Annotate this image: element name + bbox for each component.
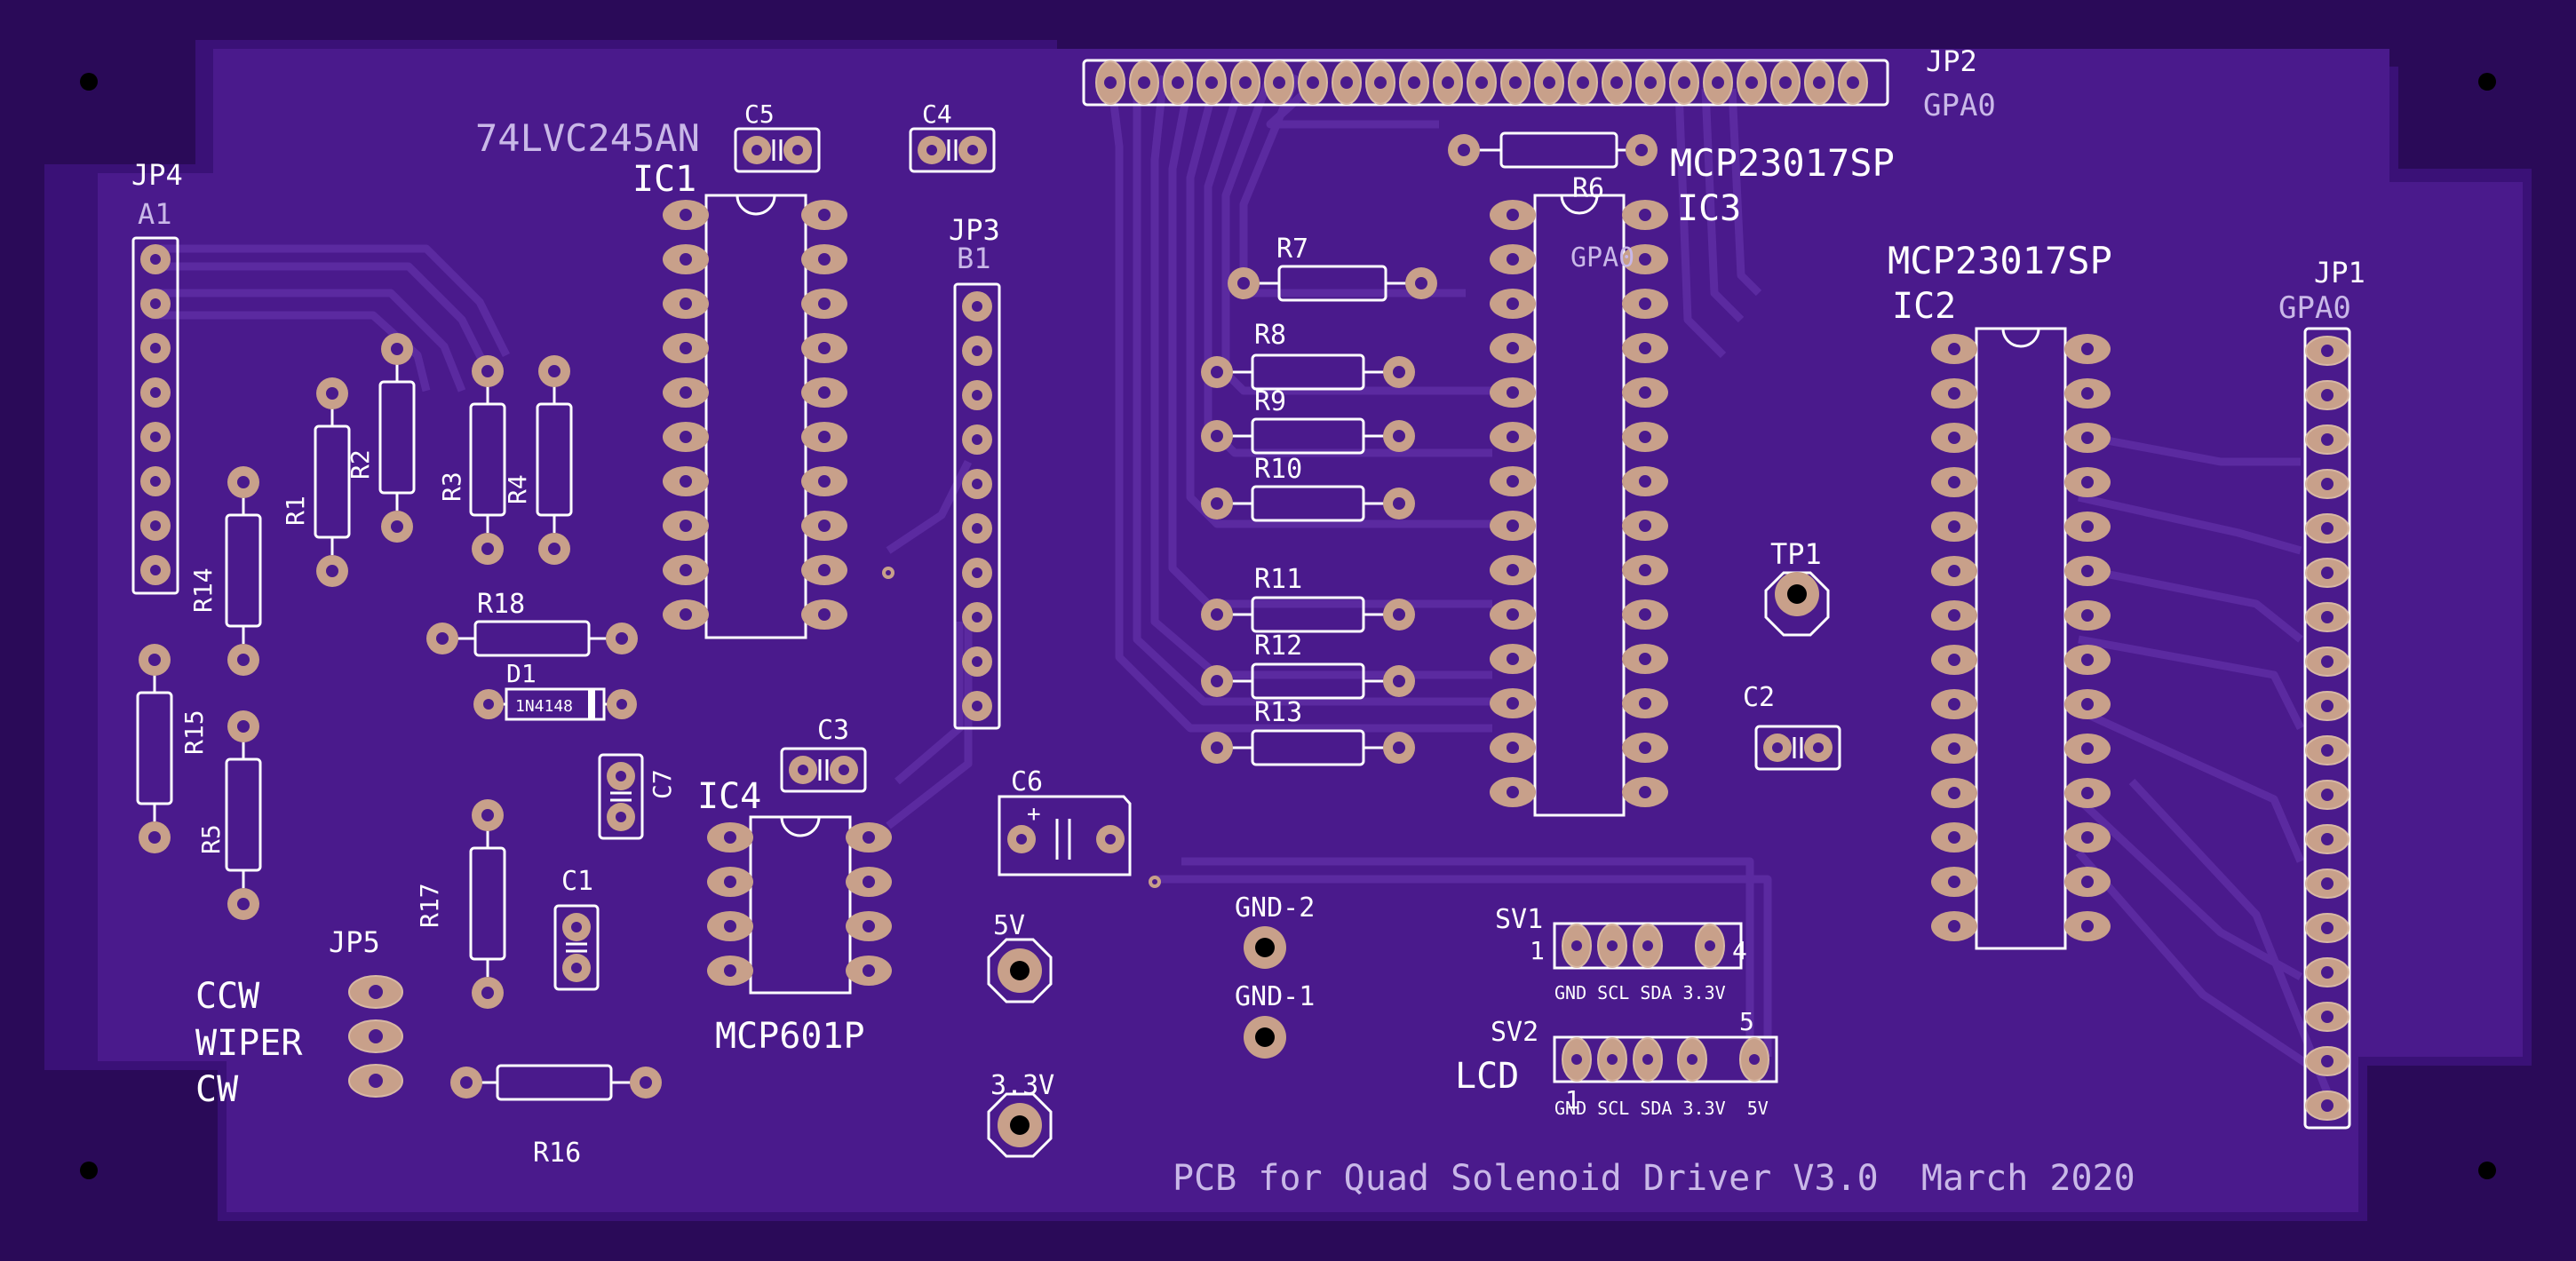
tp1-label: TP1 xyxy=(1770,537,1822,571)
cw-label: CW xyxy=(195,1069,239,1110)
jp1-ref: JP1 xyxy=(2314,256,2365,289)
ic1-ref: IC1 xyxy=(632,159,696,200)
r16-label: R16 xyxy=(533,1138,581,1169)
c1-label: C1 xyxy=(561,866,593,897)
wiper-label: WIPER xyxy=(195,1023,303,1064)
r14-label: R14 xyxy=(188,567,218,613)
ic3-dip28 xyxy=(1490,194,1668,817)
r6-label: R6 xyxy=(1572,173,1604,204)
v33-label: 3.3V xyxy=(990,1070,1054,1101)
c6-label: C6 xyxy=(1011,766,1043,797)
resistors-vertical xyxy=(136,333,573,1009)
sv2-pins: GND SCL SDA 3.3V 5V xyxy=(1554,1098,1769,1119)
ic2-ref: IC2 xyxy=(1892,286,1956,327)
ic2-part: MCP23017SP xyxy=(1888,239,2112,282)
r18-label: R18 xyxy=(477,589,525,620)
jp5-ref: JP5 xyxy=(329,925,380,959)
c7-label: C7 xyxy=(648,769,677,799)
r3-label: R3 xyxy=(437,472,466,502)
gnd2-label: GND-2 xyxy=(1235,892,1315,924)
ic3-ref: IC3 xyxy=(1677,188,1741,229)
r11-label: R11 xyxy=(1254,564,1302,595)
jp4-val: A1 xyxy=(138,197,172,231)
mounting-holes xyxy=(80,73,2496,1179)
test-points xyxy=(882,567,1830,1158)
jp2-header xyxy=(1082,59,1889,107)
r12-label: R12 xyxy=(1254,630,1302,662)
gnd1-label: GND-1 xyxy=(1235,981,1315,1012)
r6-val: GPA0 xyxy=(1570,242,1634,274)
r5-label: R5 xyxy=(196,824,226,854)
silkscreen-labels: 74LVC245AN IC1 C5 C4 JP3 B1 JP4 A1 JP2 G… xyxy=(131,44,2365,1199)
d1-val: 1N4148 xyxy=(515,697,573,716)
jp3-header xyxy=(953,282,1001,730)
sv-connectors xyxy=(1553,922,1778,1083)
resistors-horizontal xyxy=(426,131,1658,1101)
r7-label: R7 xyxy=(1276,234,1308,265)
r10-label: R10 xyxy=(1254,454,1302,485)
r4-label: R4 xyxy=(503,474,532,504)
ic1-dip20 xyxy=(663,194,847,639)
sv2-first: 1 xyxy=(1565,1085,1580,1114)
r9-label: R9 xyxy=(1254,386,1286,417)
jp2-val: GPA0 xyxy=(1923,88,1996,123)
c3-label: C3 xyxy=(817,715,849,746)
sv1-last: 4 xyxy=(1732,936,1747,965)
footer-text: PCB for Quad Solenoid Driver V3.0 March … xyxy=(1173,1158,2135,1199)
c2-label: C2 xyxy=(1743,682,1775,713)
sv2-name: LCD xyxy=(1455,1056,1519,1097)
traces xyxy=(151,72,2332,1094)
v5-label: 5V xyxy=(993,910,1025,941)
sv1-ref: SV1 xyxy=(1495,904,1543,935)
jp3-val: B1 xyxy=(957,242,991,275)
jp4-ref: JP4 xyxy=(131,158,183,192)
sv1-first: 1 xyxy=(1530,936,1545,965)
sv1-pins: GND SCL SDA 3.3V xyxy=(1554,982,1726,1003)
jp1-val: GPA0 xyxy=(2278,290,2351,326)
sv2-last: 5 xyxy=(1739,1007,1754,1036)
sv2-ref: SV2 xyxy=(1491,1017,1538,1048)
jp5-header xyxy=(348,975,403,1098)
d1-diode xyxy=(473,687,637,721)
ic1-part: 74LVC245AN xyxy=(475,116,700,160)
ic3-part: MCP23017SP xyxy=(1670,141,1895,185)
ic4-dip8 xyxy=(707,815,892,995)
c4-label: C4 xyxy=(922,99,952,129)
jp3-ref: JP3 xyxy=(949,213,1000,247)
c5-label: C5 xyxy=(744,99,775,129)
ic4-part: MCP601P xyxy=(715,1016,865,1057)
jp2-ref: JP2 xyxy=(1926,44,1977,78)
r17-label: R17 xyxy=(415,883,444,928)
d1-label: D1 xyxy=(506,659,537,688)
r1-label: R1 xyxy=(281,496,310,526)
ic2-dip28 xyxy=(1931,327,2111,950)
r15-label: R15 xyxy=(179,710,209,755)
ic4-ref: IC4 xyxy=(697,776,761,817)
c6-plus: + xyxy=(1027,801,1041,828)
jp4-header xyxy=(131,236,179,595)
capacitors xyxy=(553,127,1841,991)
r8-label: R8 xyxy=(1254,320,1286,351)
jp1-header xyxy=(2303,327,2351,1130)
r13-label: R13 xyxy=(1254,697,1302,728)
ccw-label: CCW xyxy=(195,976,260,1017)
r2-label: R2 xyxy=(346,449,375,480)
